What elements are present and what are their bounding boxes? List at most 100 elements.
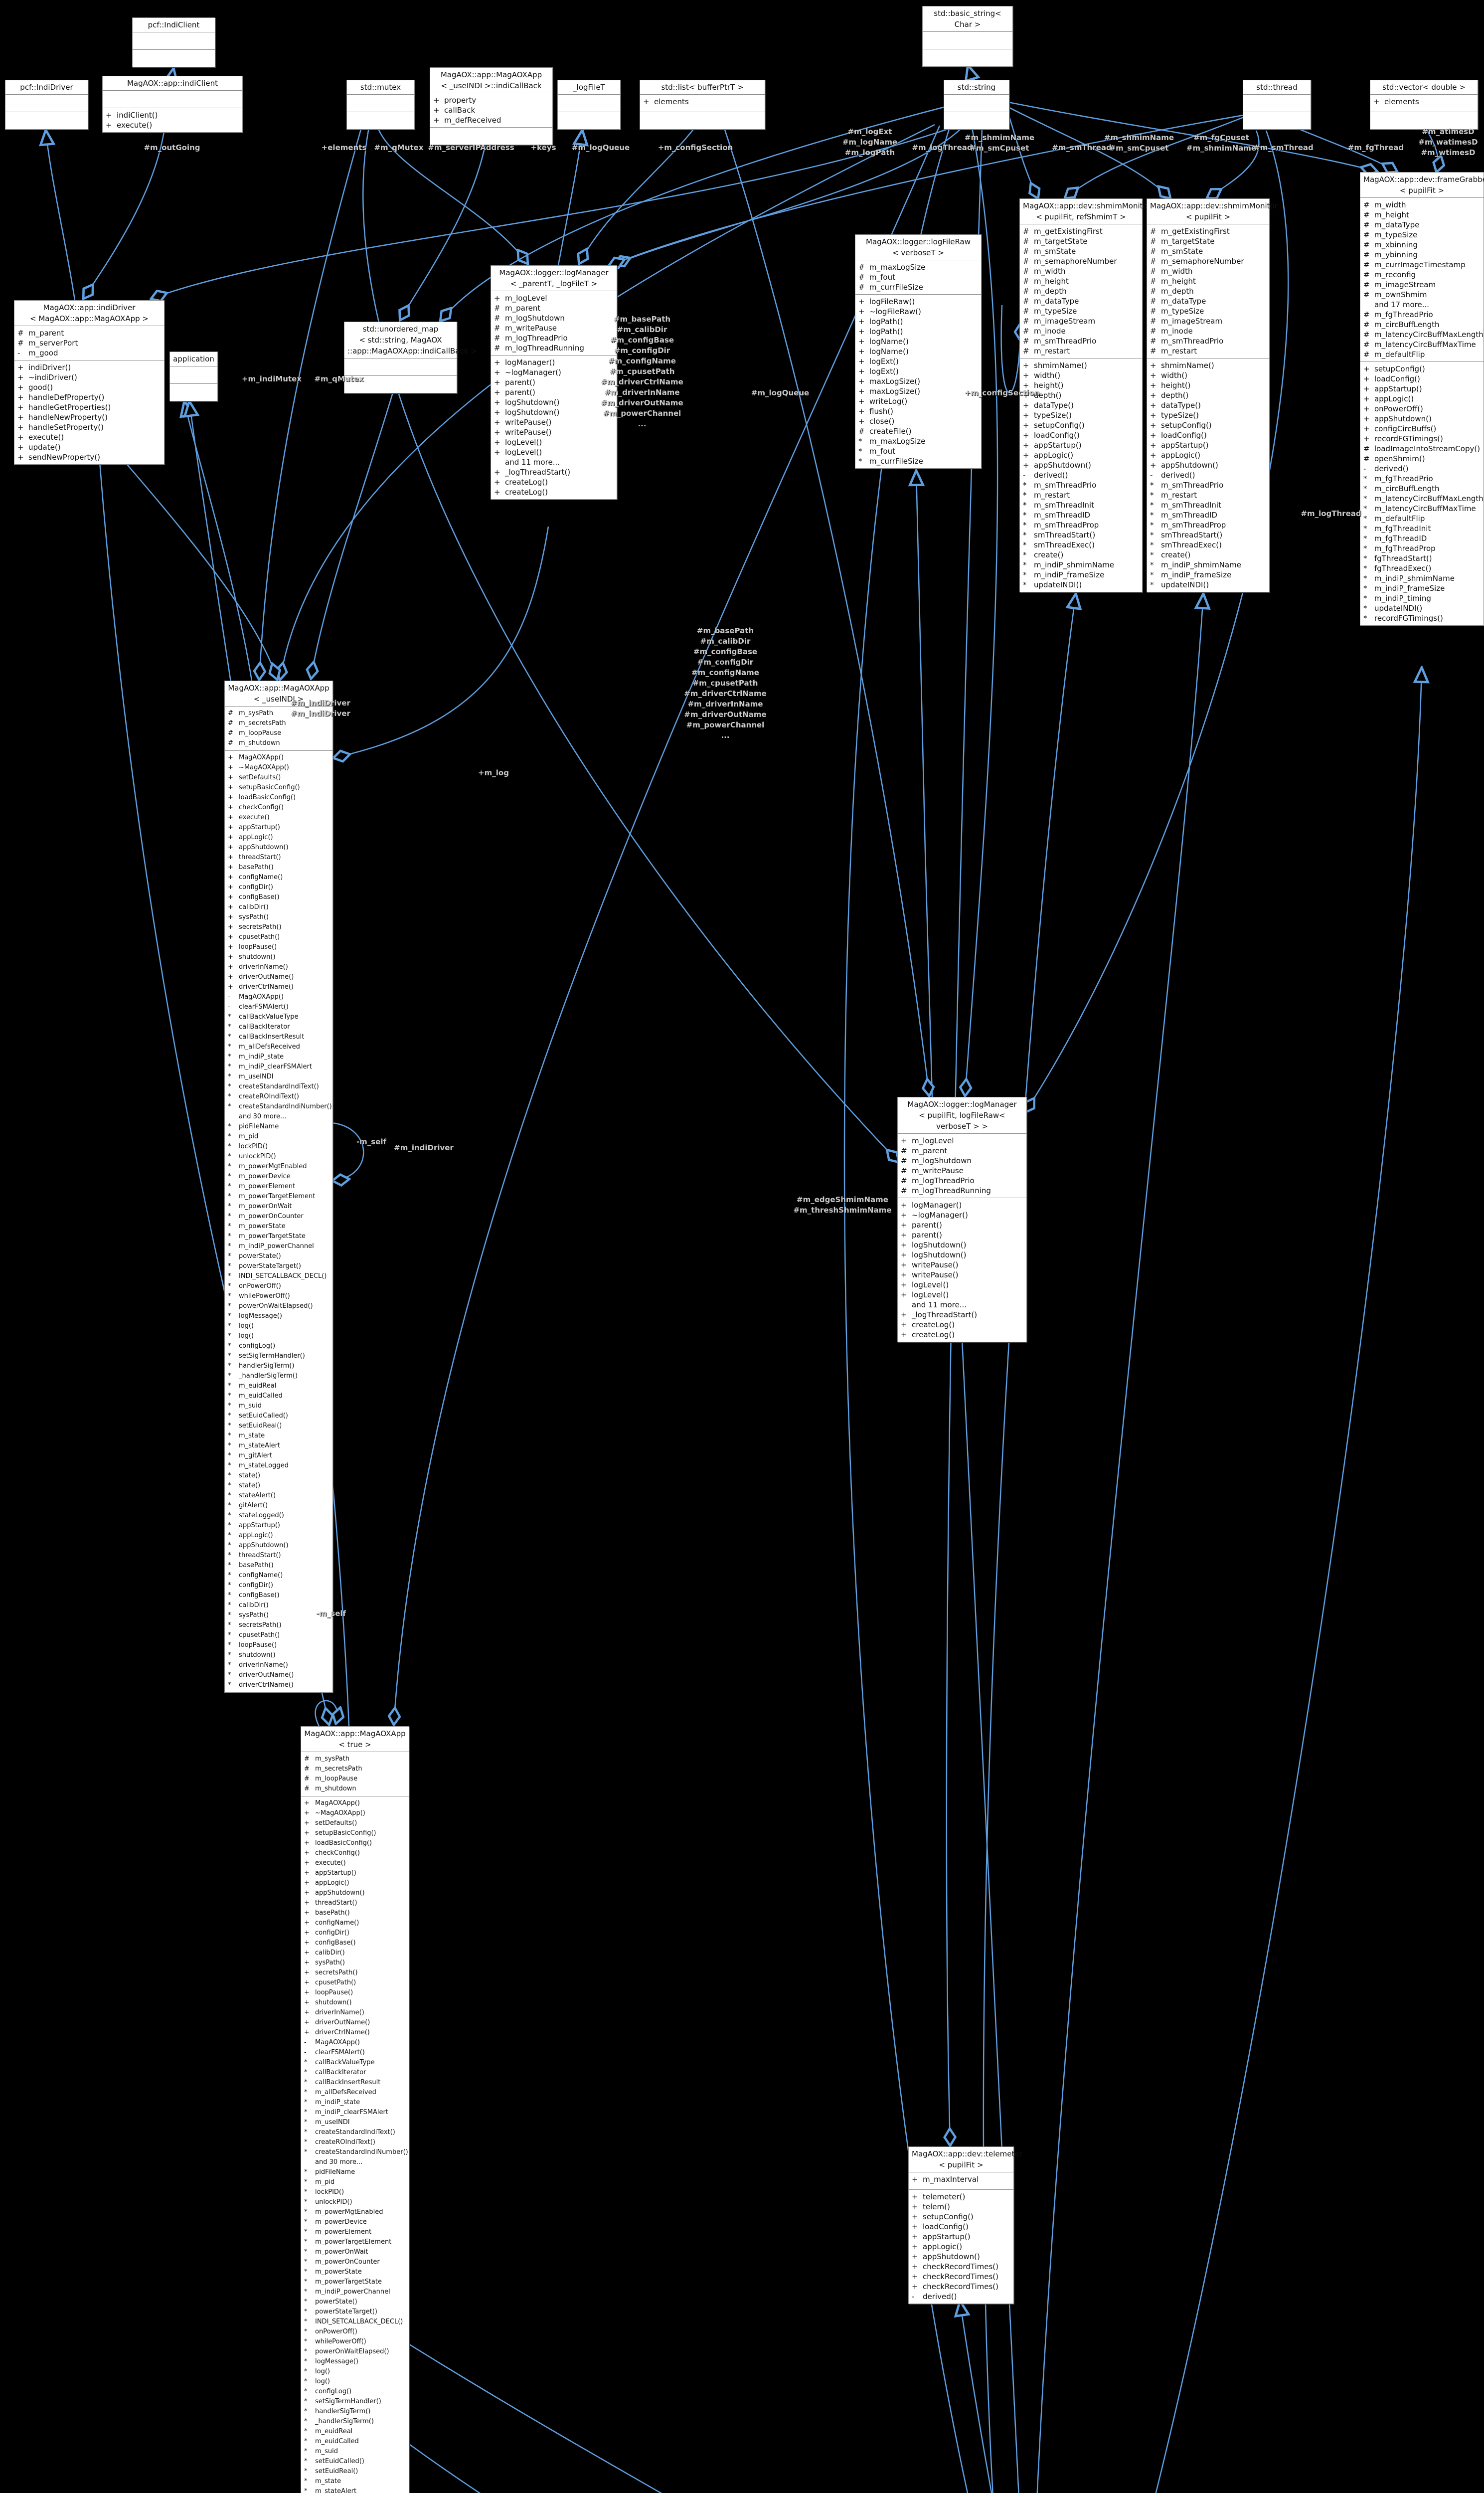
visibility-prefix: -	[304, 2039, 307, 2046]
member-row: *configName()	[228, 1571, 330, 1581]
attributes-section: #m_parent#m_serverPort-m_good	[14, 326, 164, 360]
visibility-prefix: +	[858, 327, 865, 336]
member-row: +logShutdown()	[494, 398, 560, 407]
visibility-prefix: +	[228, 923, 233, 931]
class-box-pcf-indidriver[interactable]: pcf::IndiDriver	[5, 80, 88, 130]
visibility-prefix: +	[494, 398, 500, 407]
member-row: *callBackIterator	[304, 2068, 406, 2078]
visibility-prefix: +	[1363, 394, 1370, 403]
visibility-prefix: *	[228, 1262, 231, 1270]
member-row: #m_height	[1023, 277, 1069, 286]
member-row: +~logManager()	[494, 368, 561, 377]
edge-label: -m_self	[316, 1609, 346, 1618]
member-row: +setupBasicConfig()	[304, 1828, 406, 1838]
class-box-app-indidriver[interactable]: MagAOX::app::indiDriver< MagAOX::app::Ma…	[14, 300, 165, 465]
class-box-unordered-map[interactable]: std::unordered_map< std::string, MagAOX:…	[344, 322, 477, 393]
visibility-prefix: *	[1363, 494, 1367, 503]
visibility-prefix: -	[1023, 471, 1026, 480]
class-box-logfileraw[interactable]: MagAOX::logger::logFileRaw< verboseT >#m…	[855, 234, 982, 469]
member-row: #loadImageIntoStreamCopy()	[1363, 444, 1481, 453]
class-box-std-mutex[interactable]: std::mutex	[346, 80, 415, 130]
member-row: +execute()	[228, 813, 330, 823]
edge-label: +keys	[530, 143, 556, 152]
class-box-std-thread[interactable]: std::thread	[1243, 80, 1311, 130]
visibility-prefix: *	[304, 2258, 308, 2266]
visibility-prefix: *	[304, 2428, 308, 2435]
visibility-prefix: *	[228, 1382, 231, 1390]
class-box-pcf-indiclient[interactable]: pcf::IndiClient	[132, 17, 215, 67]
methods-section	[1243, 112, 1311, 129]
methods-section: +indiClient()+execute()	[103, 108, 242, 132]
member-row: +appLogic()	[912, 2242, 963, 2251]
class-box-std-vector[interactable]: std::vector< double >+elements	[1370, 80, 1478, 130]
class-box-logmanager-generic[interactable]: MagAOX::logger::logManager< _parentT, _l…	[491, 265, 617, 500]
class-box-framegrabber[interactable]: MagAOX::app::dev::frameGrabber< pupilFit…	[1360, 172, 1484, 626]
visibility-prefix: +	[304, 1819, 310, 1827]
member-row: +createLog()	[494, 478, 548, 487]
visibility-prefix: +	[912, 2242, 918, 2251]
visibility-prefix: +	[17, 423, 24, 432]
member-row: #m_writePause	[494, 324, 557, 333]
member-row: #m_serverPort	[17, 339, 78, 348]
class-box-indicallback[interactable]: MagAOX::app::MagAOXApp< _useINDI >::indi…	[430, 67, 553, 145]
class-box-std-list[interactable]: std::list< bufferPtrT >+elements	[640, 80, 765, 130]
class-box-shmimmonitor-ref[interactable]: MagAOX::app::dev::shmimMonitor< pupilFit…	[1019, 198, 1151, 592]
visibility-prefix: *	[304, 2198, 308, 2206]
member-row: +dataType()	[1023, 401, 1074, 410]
member-row: +onPowerOff()	[1363, 404, 1423, 413]
visibility-prefix: +	[494, 294, 500, 303]
edge-label: #m_edgeShmimName#m_threshShmimName	[793, 1195, 892, 1215]
class-box-logmanager-pupilfit[interactable]: MagAOX::logger::logManager< pupilFit, lo…	[897, 1097, 1027, 1342]
aggregation-edge	[1065, 116, 1244, 198]
visibility-prefix: +	[1363, 374, 1370, 383]
class-box-magaoxapp-true[interactable]: MagAOX::app::MagAOXApp< true >#m_sysPath…	[301, 1726, 409, 2493]
class-box-application[interactable]: application	[169, 352, 218, 401]
visibility-prefix: +	[304, 1969, 310, 1976]
member-row: *m_indiP_shmimName	[1363, 574, 1455, 583]
member-row: *m_powerMgtEnabled	[228, 1162, 330, 1172]
class-box-telemeter[interactable]: MagAOX::app::dev::telemeter< pupilFit >+…	[908, 2146, 1022, 2304]
member-row: *driverCtrlName()	[228, 1680, 330, 1690]
visibility-prefix: +	[1023, 451, 1029, 460]
member-row: *m_currFileSize	[858, 457, 923, 466]
member-row: *m_indiP_state	[304, 2098, 406, 2108]
visibility-prefix: +	[17, 453, 24, 462]
member-row: -derived()	[1023, 471, 1068, 480]
inheritance-edge	[1155, 668, 1422, 2493]
attributes-section	[344, 358, 457, 375]
class-box-logfilet[interactable]: _logFileT	[557, 80, 621, 130]
member-row: *powerStateTarget()	[228, 1261, 330, 1271]
inheritance-edge	[1036, 594, 1203, 2493]
edge-label: +m_configSection	[658, 143, 733, 152]
member-row: +secretsPath()	[304, 1968, 406, 1978]
class-box-shmimmonitor[interactable]: MagAOX::app::dev::shmimMonitor< pupilFit…	[1147, 198, 1278, 592]
member-row: -derived()	[1363, 464, 1409, 473]
class-box-magaoxapp-useindi[interactable]: MagAOX::app::MagAOXApp< _useINDI >#m_sys…	[224, 681, 333, 1693]
visibility-prefix: +	[228, 893, 233, 901]
visibility-prefix: #	[1023, 257, 1029, 266]
visibility-prefix: +	[228, 824, 233, 831]
visibility-prefix: *	[228, 1173, 231, 1180]
aggregation-edge	[400, 140, 487, 320]
member-row: *pidFileName	[228, 1122, 330, 1132]
member-row: +shutdown()	[304, 1998, 406, 2008]
visibility-prefix: *	[228, 1602, 231, 1609]
member-row: *configLog()	[304, 2387, 406, 2397]
class-box-std-string[interactable]: std::string	[944, 80, 1009, 130]
visibility-prefix: #	[228, 710, 233, 717]
member-row: +shutdown()	[228, 952, 330, 962]
visibility-prefix: *	[228, 1402, 231, 1410]
class-box-app-indiclient[interactable]: MagAOX::app::indiClient+indiClient()+exe…	[102, 76, 243, 133]
visibility-prefix: #	[1023, 277, 1029, 286]
member-row: *m_indiP_frameSize	[1363, 584, 1445, 593]
class-box-std-basic-string[interactable]: std::basic_string<Char >	[922, 6, 1013, 67]
class-title: std::list< bufferPtrT >	[661, 83, 744, 92]
member-row: *m_powerOnWait	[304, 2247, 406, 2257]
edge-label: +m_configSection	[964, 388, 1040, 397]
member-row: and 17 more...	[1374, 300, 1430, 309]
member-row: *INDI_SETCALLBACK_DECL()	[228, 1271, 330, 1281]
member-row: #m_inode	[1150, 327, 1193, 336]
member-row: +loadBasicConfig()	[228, 793, 330, 803]
member-row: #m_logThreadPrio	[901, 1176, 975, 1185]
